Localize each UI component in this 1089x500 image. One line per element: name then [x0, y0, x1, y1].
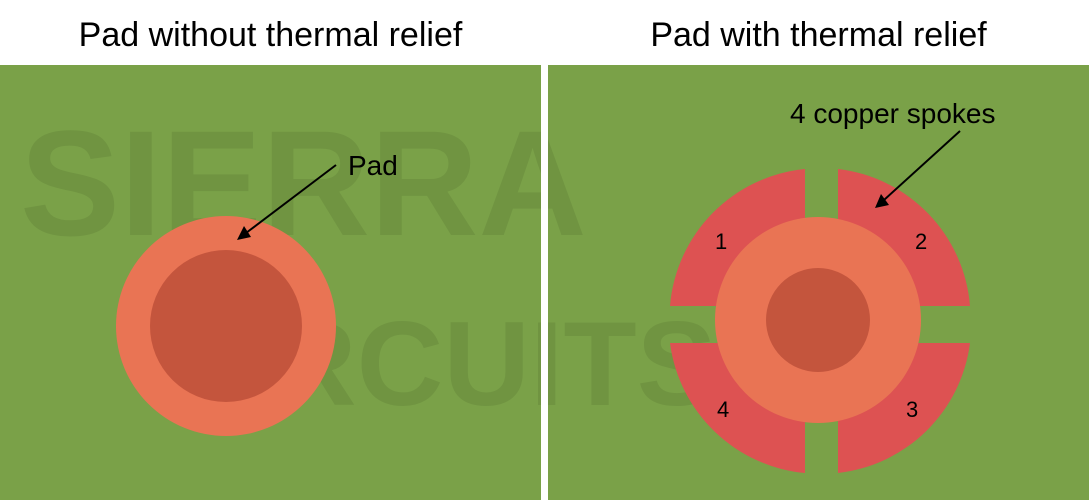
panel-divider — [541, 65, 548, 500]
segment-label-1: 1 — [715, 229, 727, 254]
spokes-callout-label: 4 copper spokes — [790, 98, 995, 129]
pad-callout-label: Pad — [348, 150, 398, 181]
left-panel: SIERRA CIRCUITS Pad — [0, 65, 541, 500]
pad-drill-hole — [766, 268, 870, 372]
spokes-callout-arrowhead — [875, 194, 889, 208]
segment-label-3: 3 — [906, 397, 918, 422]
pad-callout-line — [245, 164, 337, 234]
pad-callout-arrowhead — [237, 226, 251, 240]
left-panel-title: Pad without thermal relief — [78, 16, 463, 54]
segment-label-2: 2 — [915, 229, 927, 254]
right-panel: SIERRA CIRCUITS 1 2 3 4 4 copper spokes — [548, 65, 1089, 500]
pad-drill-hole — [150, 250, 302, 402]
segment-label-4: 4 — [717, 397, 729, 422]
watermark-line1-continued: SIERRA — [548, 99, 587, 267]
spokes-callout-line — [883, 130, 961, 201]
right-panel-title: Pad with thermal relief — [650, 16, 987, 54]
left-diagram: SIERRA CIRCUITS Pad — [20, 99, 541, 436]
right-diagram: SIERRA CIRCUITS 1 2 3 4 4 copper spokes — [548, 98, 995, 473]
